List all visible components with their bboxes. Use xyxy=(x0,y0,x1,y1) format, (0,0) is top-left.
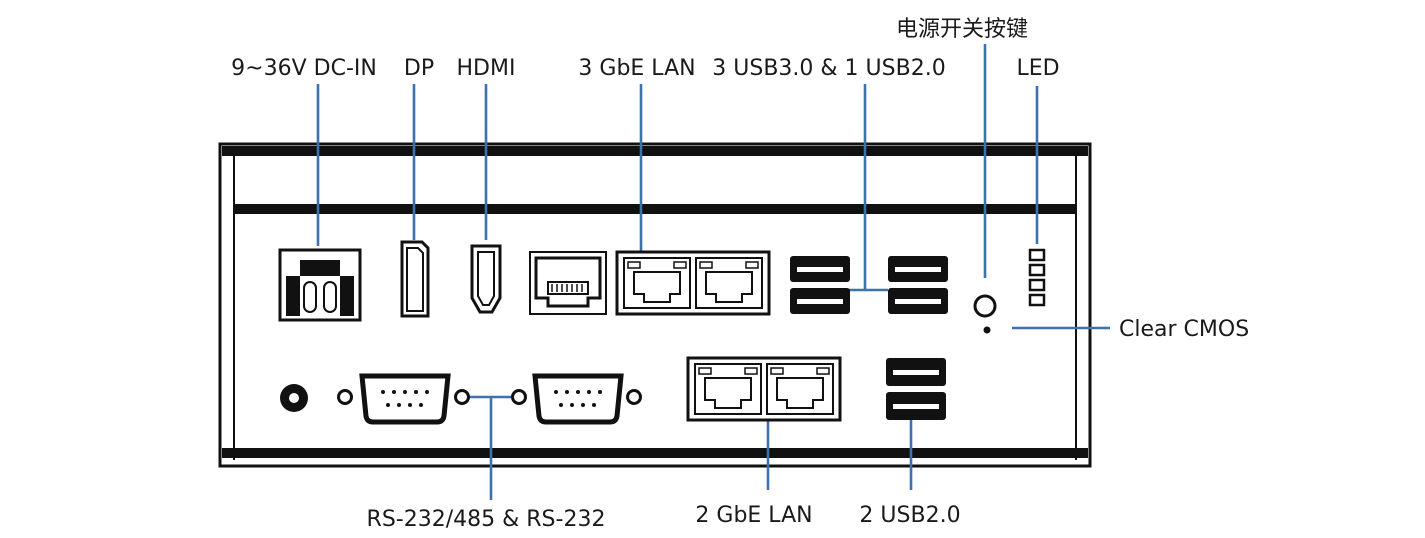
label-serial-ports: RS-232/485 & RS-232 xyxy=(367,507,606,532)
led-indicators xyxy=(1028,248,1046,307)
label-3-gbe-lan: 3 GbE LAN xyxy=(578,56,695,81)
usb-stack-bottom xyxy=(886,358,946,420)
rj45-port-dual-bottom xyxy=(686,356,842,422)
usb-stack-top-right xyxy=(888,256,948,314)
serial-port-left xyxy=(337,373,470,425)
label-dp: DP xyxy=(404,56,434,81)
label-2-gbe-lan: 2 GbE LAN xyxy=(695,503,812,528)
usb-stack-top-left xyxy=(790,256,850,314)
leader-lines xyxy=(316,44,1110,500)
round-connector xyxy=(280,384,308,412)
label-dc-in: 9~36V DC-IN xyxy=(231,56,377,81)
label-hdmi: HDMI xyxy=(457,56,516,81)
rj45-port-dual-top xyxy=(615,250,771,316)
label-power-button: 电源开关按键 xyxy=(896,17,1028,42)
hdmi-port xyxy=(470,244,502,314)
serial-port-right xyxy=(511,373,642,425)
dc-in-connector xyxy=(278,248,362,322)
label-led: LED xyxy=(1016,56,1059,81)
label-usb-bottom: 2 USB2.0 xyxy=(859,503,960,528)
rj45-port-single xyxy=(529,251,607,315)
clear-cmos-hole xyxy=(983,326,991,334)
power-button xyxy=(973,294,997,318)
label-clear-cmos: Clear CMOS xyxy=(1119,317,1249,342)
labels: 9~36V DC-IN DP HDMI 3 GbE LAN 3 USB3.0 &… xyxy=(231,17,1249,532)
displayport-port xyxy=(400,240,430,318)
label-usb-top: 3 USB3.0 & 1 USB2.0 xyxy=(712,56,945,81)
